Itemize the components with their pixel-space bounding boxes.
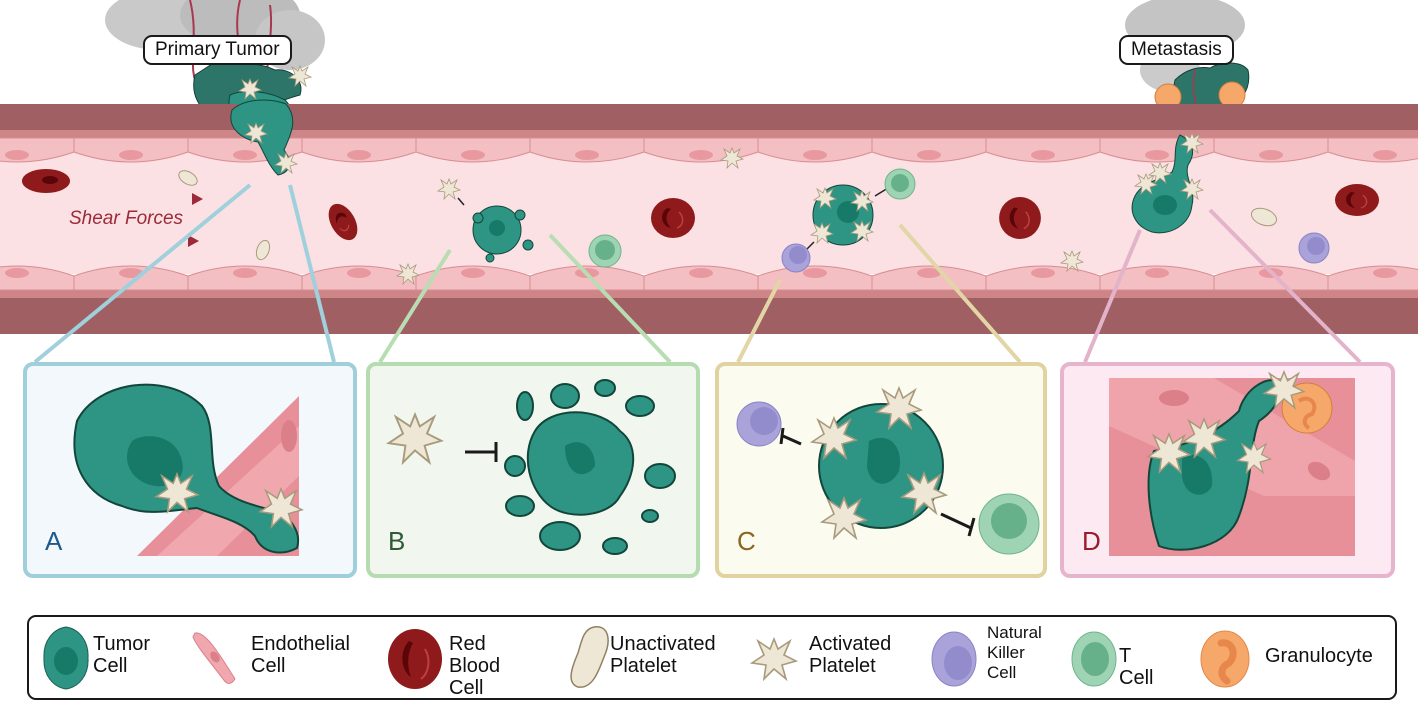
endothelial-nucleus xyxy=(917,268,941,278)
endothelial-nucleus xyxy=(1031,268,1055,278)
endothelial-nucleus xyxy=(347,268,371,278)
panel-c-letter: C xyxy=(737,526,756,556)
endothelial-cell-icon xyxy=(192,632,236,684)
endothelial-nucleus xyxy=(803,150,827,160)
endothelial-nucleus xyxy=(347,150,371,160)
blood-vessel xyxy=(0,104,1418,334)
connector-line-panel-c xyxy=(736,279,782,363)
tumor-cell-icon xyxy=(43,626,89,690)
connector-line-panel-a xyxy=(33,183,252,364)
panel-c-illustration xyxy=(736,387,1040,555)
endothelial-nucleus xyxy=(461,150,485,160)
connector-line-panel-c xyxy=(898,223,1022,364)
endothelial-nucleus xyxy=(689,150,713,160)
panel-d: D xyxy=(1060,362,1395,578)
endothelial-nucleus xyxy=(1145,268,1169,278)
endothelial-nucleus xyxy=(1373,150,1397,160)
endothelial-nucleus xyxy=(1373,268,1397,278)
panel-d-letter: D xyxy=(1082,526,1101,556)
connector-line-panel-b xyxy=(548,233,672,364)
legend-label-red-blood-cell: Red Blood Cell xyxy=(449,633,501,699)
granulocyte-icon xyxy=(1200,630,1250,688)
endothelial-nucleus xyxy=(1145,150,1169,160)
panel-b-illustration xyxy=(387,379,676,555)
shear-force-arrows xyxy=(40,193,203,247)
metastasis-label: Metastasis xyxy=(1119,35,1234,65)
endothelial-nucleus xyxy=(5,150,29,160)
endothelial-nucleus xyxy=(1031,150,1055,160)
shear-forces-label: Shear Forces xyxy=(69,208,184,229)
legend-label-granulocyte: Granulocyte xyxy=(1265,645,1373,667)
legend: Tumor Cell Endothelial Cell Red Blood Ce… xyxy=(27,615,1397,700)
primary-tumor-label: Primary Tumor xyxy=(143,35,292,65)
connector-line-panel-a xyxy=(288,184,336,363)
panel-a: A xyxy=(23,362,357,578)
endothelial-nucleus xyxy=(575,150,599,160)
panel-a-illustration xyxy=(73,383,303,556)
lumen-contents xyxy=(22,147,1380,285)
panel-c: C xyxy=(715,362,1047,578)
panel-a-letter: A xyxy=(45,526,63,556)
legend-label-unactivated-platelet: Unactivated Platelet xyxy=(610,633,716,677)
connector-line-panel-b xyxy=(378,248,452,364)
t-cell-icon xyxy=(1071,631,1117,687)
endothelial-nucleus xyxy=(233,268,257,278)
activated-platelet-icon xyxy=(751,638,797,680)
platelet-cloaked-tumor xyxy=(805,184,889,251)
endothelial-nucleus xyxy=(461,268,485,278)
legend-label-tumor-cell: Tumor Cell xyxy=(93,633,151,677)
fragmented-tumor-cluster xyxy=(472,205,534,263)
zoom-connectors xyxy=(33,183,1362,364)
legend-label-activated-platelet: Activated Platelet xyxy=(809,633,892,677)
endothelial-nucleus xyxy=(917,150,941,160)
red-blood-cell-icon xyxy=(388,629,442,689)
natural-killer-cell-icon xyxy=(931,631,977,687)
legend-label-t-cell: T Cell xyxy=(1119,645,1154,689)
panel-b-letter: B xyxy=(388,526,406,556)
endothelial-nucleus xyxy=(5,268,29,278)
endothelial-nucleus xyxy=(1259,150,1283,160)
connector-line-panel-d xyxy=(1083,229,1142,363)
endothelial-nucleus xyxy=(119,150,143,160)
panel-b: B xyxy=(366,362,700,578)
endothelial-nucleus xyxy=(689,268,713,278)
legend-label-natural-killer-cell: Natural Killer Cell xyxy=(987,623,1042,682)
primary-tumor-intravasating-cell xyxy=(230,99,298,176)
endothelial-nuclei xyxy=(5,150,1397,278)
metastasis-extravasating-cell xyxy=(1131,132,1204,234)
endothelial-nucleus xyxy=(233,150,257,160)
connector-line-panel-d xyxy=(1208,208,1362,364)
unactivated-platelet-icon xyxy=(570,626,609,688)
endothelial-nucleus xyxy=(803,268,827,278)
panel-d-illustration xyxy=(1109,371,1355,556)
legend-label-endothelial-cell: Endothelial Cell xyxy=(251,633,350,677)
